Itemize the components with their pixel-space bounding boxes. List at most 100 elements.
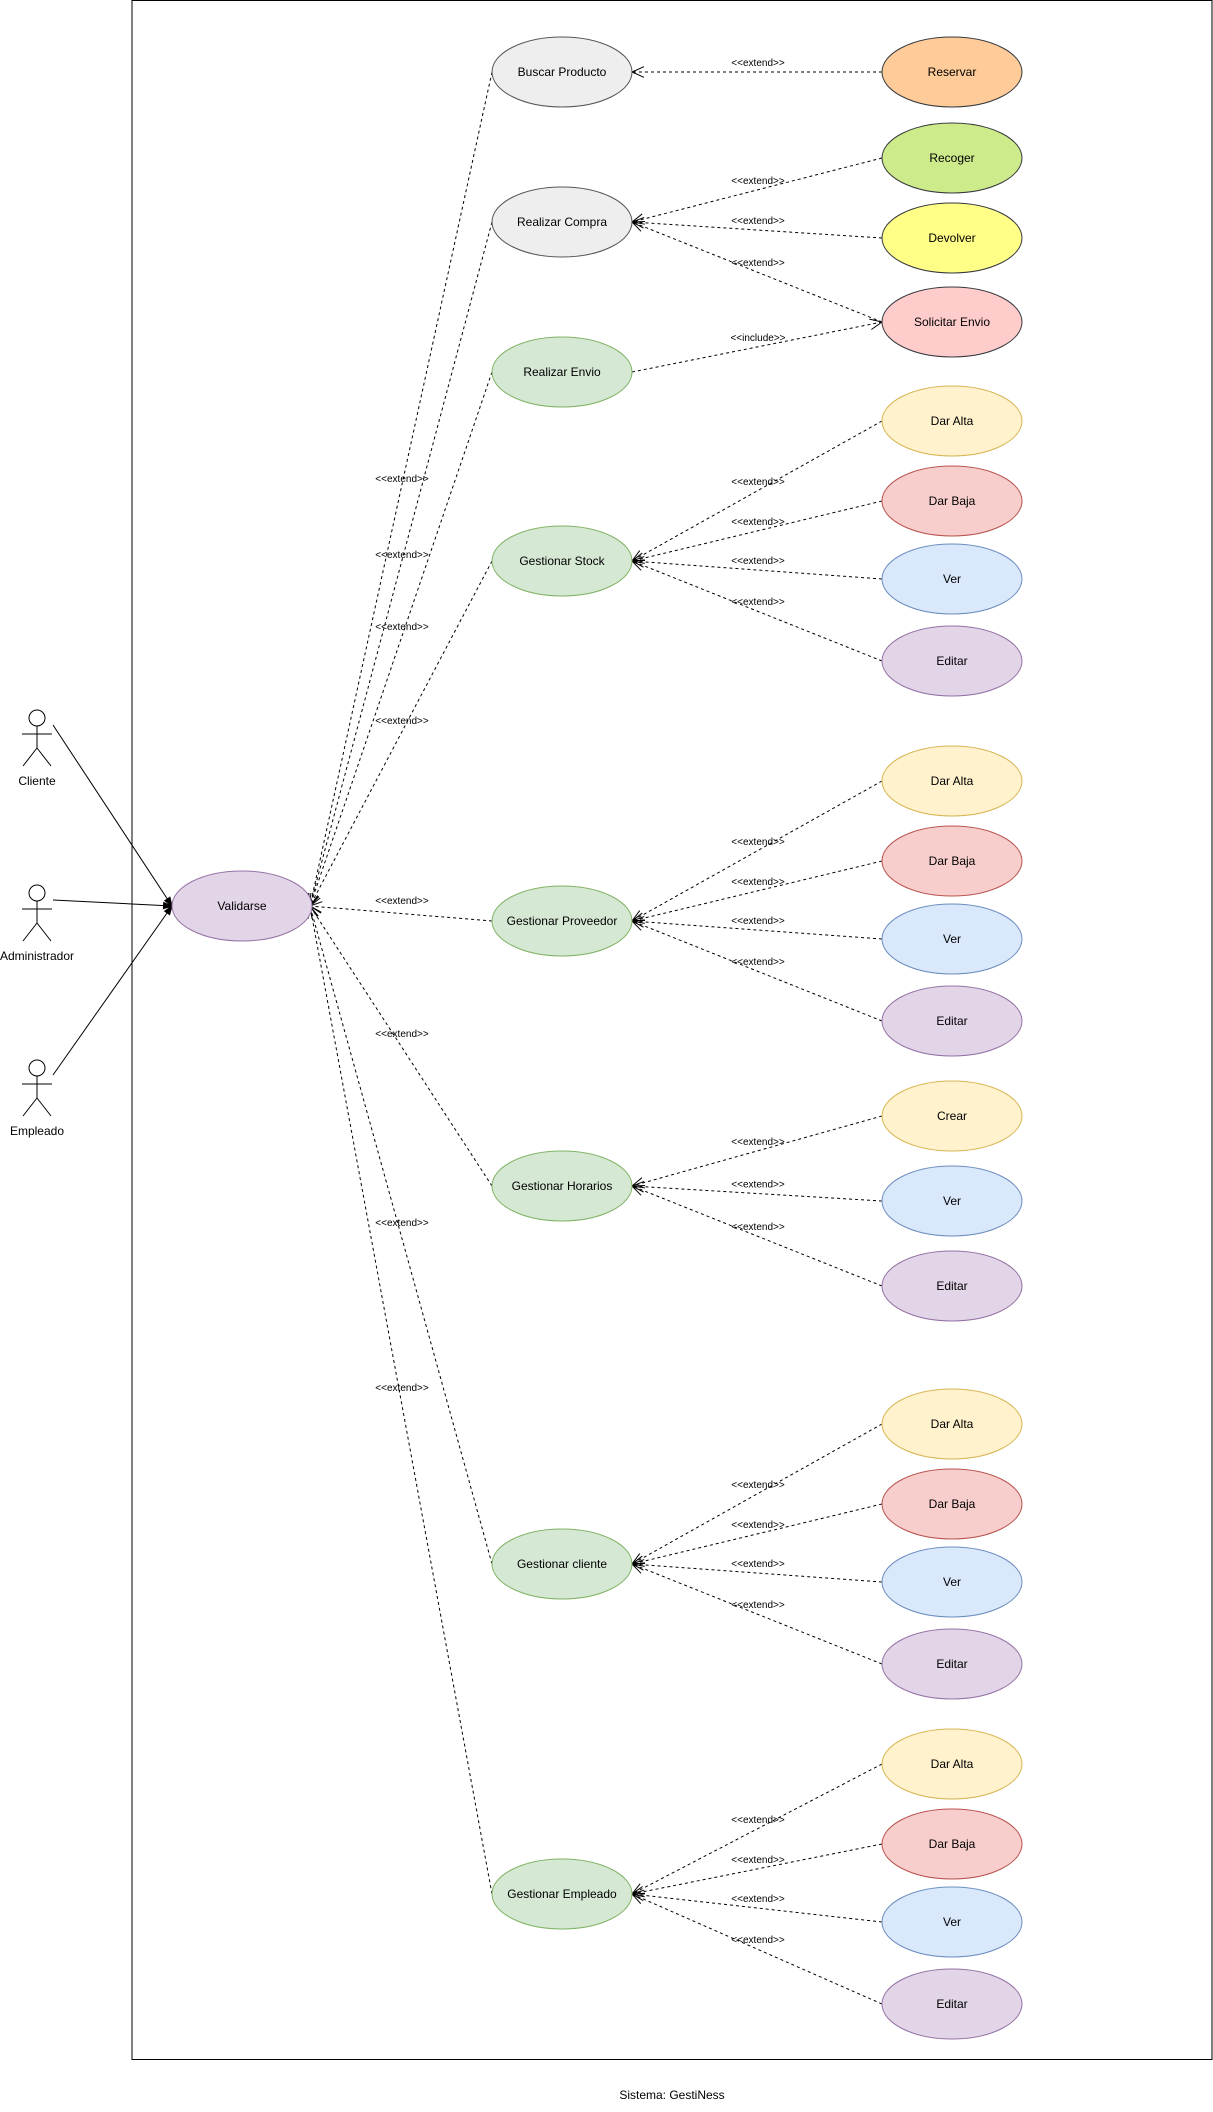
- relation-label: <<extend>>: [731, 1180, 785, 1191]
- use-case-st-editar[interactable]: Editar: [881, 625, 1023, 697]
- relation-buscar-validarse: <<extend>>: [306, 71, 493, 908]
- use-case-label: Devolver: [928, 231, 975, 245]
- use-case-em-editar[interactable]: Editar: [881, 1968, 1023, 2040]
- relation-arrowhead: [869, 318, 884, 330]
- use-case-st-ver[interactable]: Ver: [881, 543, 1023, 615]
- use-case-ellipse: [171, 870, 313, 942]
- use-case-label: Editar: [936, 1014, 967, 1028]
- relation-line: [631, 420, 883, 562]
- use-case-st-baja[interactable]: Dar Baja: [881, 465, 1023, 537]
- relation-label: <<extend>>: [375, 716, 429, 727]
- actor-head: [28, 709, 46, 727]
- relation-line: [631, 1423, 883, 1565]
- use-case-label: Recoger: [929, 151, 974, 165]
- actor-cliente[interactable]: Cliente: [18, 709, 56, 788]
- use-case-solicitar[interactable]: Solicitar Envio: [881, 286, 1023, 358]
- relation-label: <<extend>>: [731, 837, 785, 848]
- relation-em_editar-empleado_uc: <<extend>>: [630, 1893, 883, 2005]
- relation-proveedor-validarse: <<extend>>: [308, 896, 493, 922]
- use-case-ellipse: [881, 1728, 1023, 1800]
- use-case-ellipse: [881, 1468, 1023, 1540]
- relation-line: [631, 780, 883, 922]
- use-case-cliente-uc[interactable]: Gestionar cliente: [491, 1528, 633, 1600]
- relation-label: <<extend>>: [375, 622, 429, 633]
- use-case-buscar[interactable]: Buscar Producto: [491, 36, 633, 108]
- use-case-label: Buscar Producto: [518, 65, 607, 79]
- actor-label: Cliente: [18, 774, 56, 788]
- use-case-ellipse: [881, 1628, 1023, 1700]
- relation-horarios-validarse: <<extend>>: [309, 904, 493, 1187]
- use-case-stock[interactable]: Gestionar Stock: [491, 525, 633, 597]
- use-case-ellipse: [491, 1150, 633, 1222]
- use-case-cl-alta[interactable]: Dar Alta: [881, 1388, 1023, 1460]
- use-case-envio[interactable]: Realizar Envio: [491, 336, 633, 408]
- use-case-label: Gestionar Horarios: [512, 1179, 613, 1193]
- use-case-ellipse: [881, 625, 1023, 697]
- use-case-compra[interactable]: Realizar Compra: [491, 186, 633, 258]
- use-case-em-baja[interactable]: Dar Baja: [881, 1808, 1023, 1880]
- use-case-ho-crear[interactable]: Crear: [881, 1080, 1023, 1152]
- use-case-label: Realizar Envio: [523, 365, 601, 379]
- relation-line: [309, 905, 493, 922]
- relation-st_baja-stock: <<extend>>: [630, 500, 883, 564]
- use-case-ellipse: [881, 825, 1023, 897]
- use-case-empleado-uc[interactable]: Gestionar Empleado: [491, 1858, 633, 1930]
- use-case-pr-editar[interactable]: Editar: [881, 985, 1023, 1057]
- use-case-label: Realizar Compra: [517, 215, 607, 229]
- relation-label: <<extend>>: [731, 58, 785, 69]
- association-empleado: [52, 905, 173, 1076]
- relation-label: <<extend>>: [375, 1218, 429, 1229]
- use-case-ellipse: [881, 1388, 1023, 1460]
- use-case-pr-alta[interactable]: Dar Alta: [881, 745, 1023, 817]
- actor-label: Administrador: [0, 949, 74, 963]
- use-case-reservar[interactable]: Reservar: [881, 36, 1023, 108]
- use-case-devolver[interactable]: Devolver: [881, 202, 1023, 274]
- actor-administrador[interactable]: Administrador: [0, 884, 74, 963]
- relation-compra-validarse: <<extend>>: [307, 221, 493, 908]
- relation-em_baja-empleado_uc: <<extend>>: [630, 1843, 883, 1898]
- relation-label: <<extend>>: [375, 1029, 429, 1040]
- use-case-ellipse: [881, 286, 1023, 358]
- relation-label: <<extend>>: [731, 1894, 785, 1905]
- actor-empleado[interactable]: Empleado: [10, 1059, 64, 1138]
- association-arrowhead: [163, 904, 173, 916]
- use-case-label: Dar Alta: [931, 1757, 974, 1771]
- use-case-validarse[interactable]: Validarse: [171, 870, 313, 942]
- relation-label: <<extend>>: [731, 258, 785, 269]
- use-case-label: Gestionar Stock: [519, 554, 605, 568]
- actor-head: [28, 1059, 46, 1077]
- relation-line: [631, 1185, 883, 1287]
- use-case-proveedor[interactable]: Gestionar Proveedor: [491, 885, 633, 957]
- use-case-ho-editar[interactable]: Editar: [881, 1250, 1023, 1322]
- use-case-cl-baja[interactable]: Dar Baja: [881, 1468, 1023, 1540]
- relation-pr_editar-proveedor: <<extend>>: [630, 919, 883, 1022]
- use-case-ellipse: [881, 36, 1023, 108]
- use-case-pr-ver[interactable]: Ver: [881, 903, 1023, 975]
- use-case-label: Ver: [943, 1575, 961, 1589]
- use-case-pr-baja[interactable]: Dar Baja: [881, 825, 1023, 897]
- relation-pr_baja-proveedor: <<extend>>: [630, 860, 883, 924]
- relation-line: [309, 71, 493, 907]
- relation-line: [631, 1115, 883, 1187]
- use-case-label: Crear: [937, 1109, 967, 1123]
- use-case-cl-ver[interactable]: Ver: [881, 1546, 1023, 1618]
- use-case-cl-editar[interactable]: Editar: [881, 1628, 1023, 1700]
- use-case-label: Validarse: [217, 899, 266, 913]
- use-case-label: Dar Alta: [931, 1417, 974, 1431]
- use-case-em-ver[interactable]: Ver: [881, 1886, 1023, 1958]
- relation-cl_baja-cliente_uc: <<extend>>: [630, 1503, 883, 1567]
- use-case-em-alta[interactable]: Dar Alta: [881, 1728, 1023, 1800]
- use-case-horarios[interactable]: Gestionar Horarios: [491, 1150, 633, 1222]
- use-case-ho-ver[interactable]: Ver: [881, 1165, 1023, 1237]
- relation-line: [631, 500, 883, 562]
- use-case-recoger[interactable]: Recoger: [881, 122, 1023, 194]
- relation-label: <<extend>>: [731, 1480, 785, 1491]
- relation-label: <<extend>>: [375, 896, 429, 907]
- association-arrowhead: [162, 901, 174, 910]
- use-case-ellipse: [881, 202, 1023, 274]
- association-cliente: [52, 724, 173, 907]
- use-case-ellipse: [881, 122, 1023, 194]
- use-case-label: Dar Alta: [931, 414, 974, 428]
- use-case-st-alta[interactable]: Dar Alta: [881, 385, 1023, 457]
